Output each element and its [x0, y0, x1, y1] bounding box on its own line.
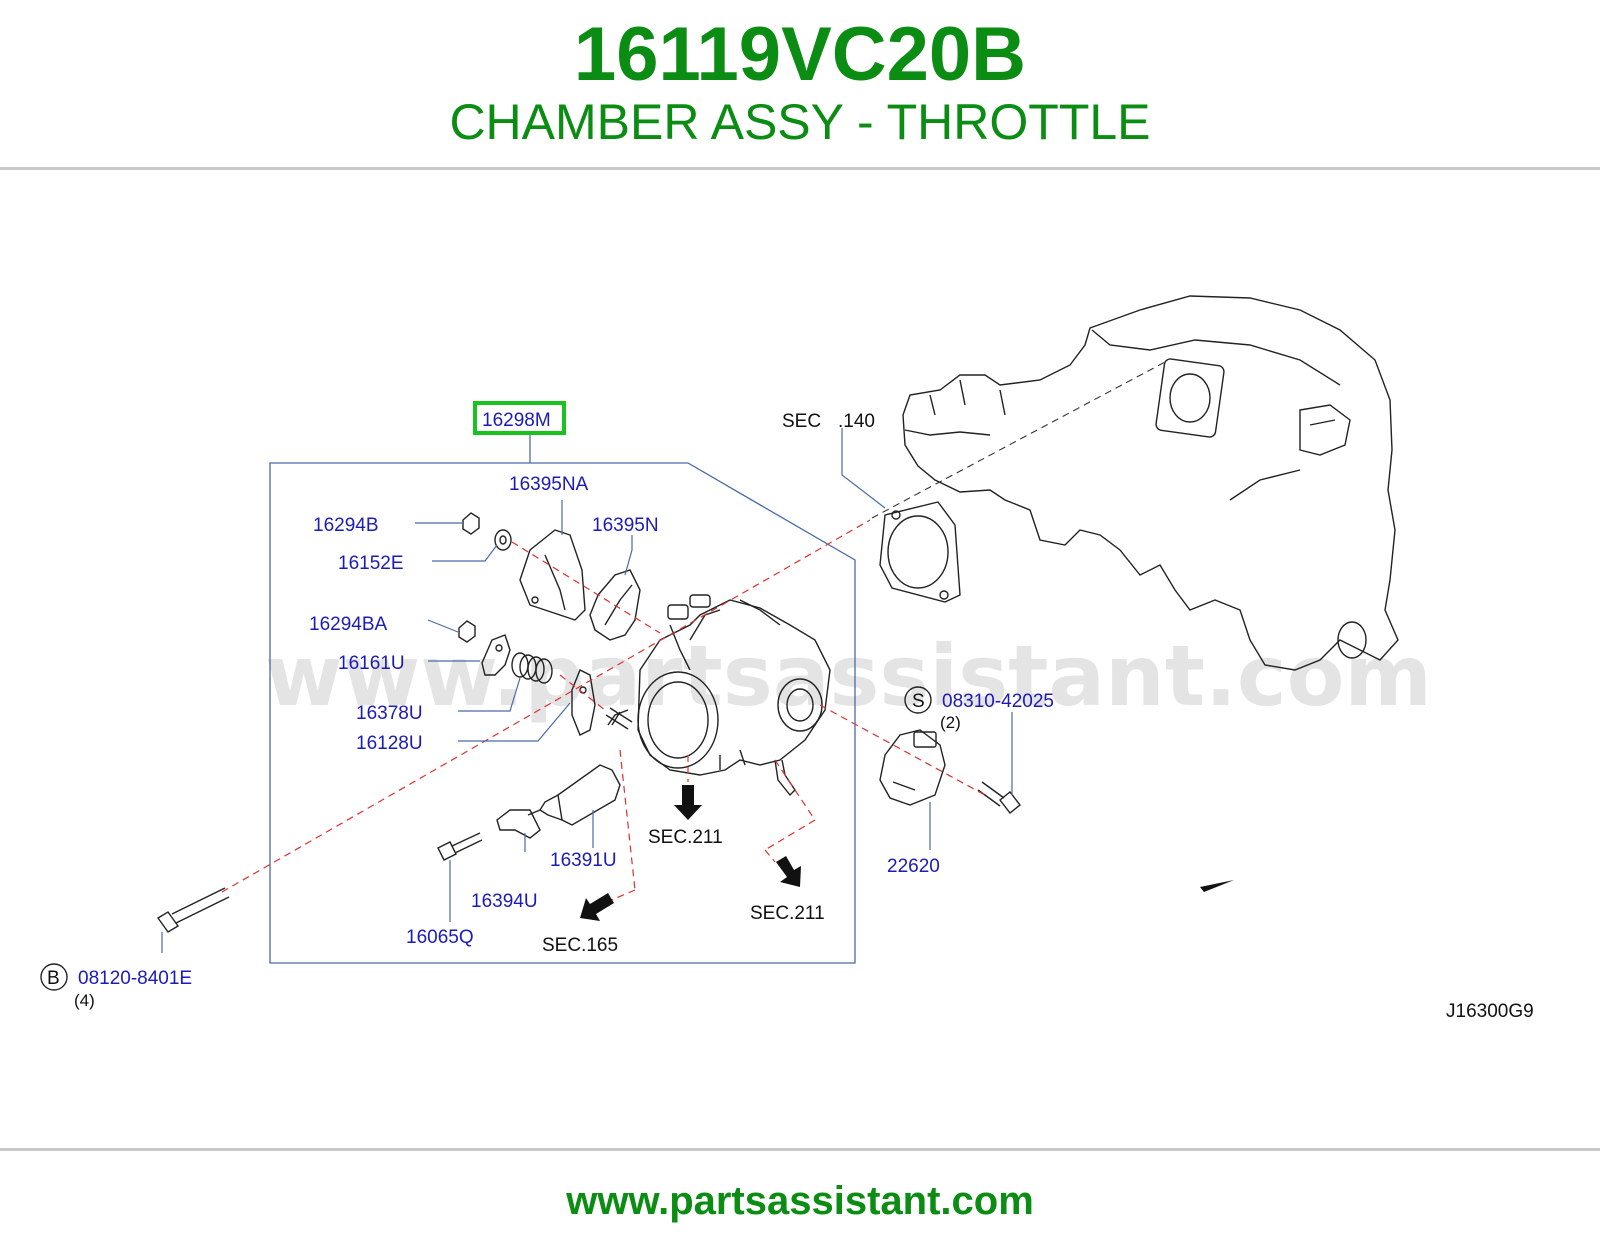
badge-s-circle: [904, 686, 932, 714]
part-label-16294B[interactable]: 16294B: [313, 515, 379, 536]
part-label-16395NA[interactable]: 16395NA: [509, 474, 589, 495]
gasket-drawing: [879, 501, 961, 603]
manifold-dashed-line: [871, 361, 1166, 519]
sec211-ref-b: SEC.211: [750, 903, 825, 924]
part-label-16128U[interactable]: 16128U: [356, 733, 423, 754]
arrow-sec211-b: [776, 856, 801, 887]
part-label-16294BA[interactable]: 16294BA: [309, 614, 388, 635]
part-label-16161U[interactable]: 16161U: [338, 653, 405, 674]
part-label-16395N[interactable]: 16395N: [592, 515, 659, 536]
sec140-number: .140: [838, 411, 875, 432]
sec140-prefix: SEC: [782, 411, 821, 432]
leader-lines: [161, 428, 1013, 953]
badge-s-label: S: [912, 691, 925, 712]
qty-08310: (2): [940, 713, 961, 732]
part-number-title: 16119VC20B: [573, 12, 1027, 97]
part-label-16298M[interactable]: 16298M: [482, 410, 551, 431]
part-label-08120-8401E[interactable]: 08120-8401E: [78, 968, 192, 989]
assembly-dashed-lines: [221, 519, 986, 906]
part-label-16065Q[interactable]: 16065Q: [406, 927, 474, 948]
page-header: 16119VC20B CHAMBER ASSY - THROTTLE: [0, 0, 1600, 168]
sec165-ref: SEC.165: [542, 935, 618, 956]
watermark-text: www.partsassistant.com: [265, 627, 1432, 725]
intake-manifold-drawing: [902, 295, 1399, 671]
part-label-16391U[interactable]: 16391U: [550, 850, 617, 871]
footer-website-link[interactable]: www.partsassistant.com: [566, 1179, 1034, 1223]
badge-b-circle: [40, 963, 68, 991]
qty-08120: (4): [74, 991, 95, 1010]
throttle-chamber-drawing: [607, 594, 831, 797]
section-arrows: [580, 785, 1234, 921]
arrow-sec165: [580, 893, 614, 921]
parts-diagram: www.partsassistant.com 16298M: [0, 170, 1600, 1145]
part-label-16152E[interactable]: 16152E: [338, 553, 404, 574]
sec211-ref-a: SEC.211: [648, 827, 723, 848]
badge-b-label: B: [47, 968, 60, 989]
arrow-sec211-a: [674, 785, 702, 820]
diagram-canvas: www.partsassistant.com 16298M: [40, 295, 1534, 1022]
orientation-marker: [1200, 880, 1234, 892]
part-name-subtitle: CHAMBER ASSY - THROTTLE: [449, 94, 1151, 150]
assembly-frame: [269, 462, 856, 964]
part-label-22620[interactable]: 22620: [887, 856, 940, 877]
small-parts-drawing: [156, 512, 1021, 933]
diagram-ref-code: J16300G9: [1446, 1001, 1534, 1022]
part-label-16394U[interactable]: 16394U: [471, 891, 538, 912]
footer-divider: [0, 1148, 1600, 1151]
part-label-16378U[interactable]: 16378U: [356, 703, 423, 724]
header-divider: [0, 167, 1600, 170]
highlight-box[interactable]: [473, 401, 566, 435]
part-label-08310-42025[interactable]: 08310-42025: [942, 691, 1054, 712]
